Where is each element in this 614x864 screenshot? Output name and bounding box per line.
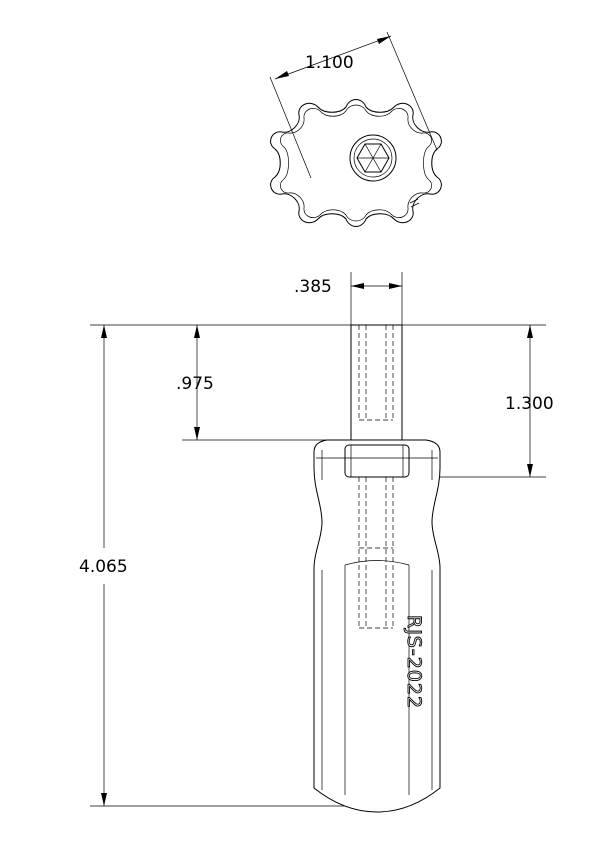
handle-flute-top (344, 560, 410, 566)
socket-section (344, 444, 410, 478)
dim-overall-length: 4.065 (79, 557, 128, 577)
dim-110-ext-right (386, 31, 438, 151)
dim-shaft-width: .385 (294, 277, 332, 297)
knob-mark (409, 198, 420, 208)
dim-1300-arrow-bottom (527, 464, 533, 477)
knob-outline (270, 99, 442, 227)
dim-110-arrow-left (275, 71, 289, 79)
dim-110-ext-left (269, 76, 312, 179)
side-view: RJS-2022 (313, 324, 441, 813)
dim-975-arrow-top (194, 325, 200, 338)
side-dimensions: .385 .975 1.300 4.065 (79, 272, 554, 807)
dim-shaft-extension: 1.300 (505, 394, 554, 414)
dim-shaft-length: .975 (176, 374, 214, 394)
dim-knob-diameter: 1.100 (305, 53, 354, 73)
socket-inner-circle (353, 138, 393, 178)
part-marking: RJS-2022 (403, 615, 425, 709)
dim-110-arrow-right (377, 36, 391, 44)
dim-1300-arrow-top (527, 325, 533, 338)
socket-outer-circle (349, 134, 397, 182)
dim-385-arrow-left (351, 283, 364, 289)
handle-outline (313, 439, 441, 813)
dim-975-arrow-bottom (194, 427, 200, 440)
knob-inner-outline (280, 104, 432, 222)
dim-4065-arrow-bottom (101, 793, 107, 806)
top-view: 1.100 (269, 31, 442, 227)
dim-110-line (274, 35, 392, 80)
dim-4065-arrow-top (101, 325, 107, 338)
dim-385-arrow-right (389, 283, 402, 289)
